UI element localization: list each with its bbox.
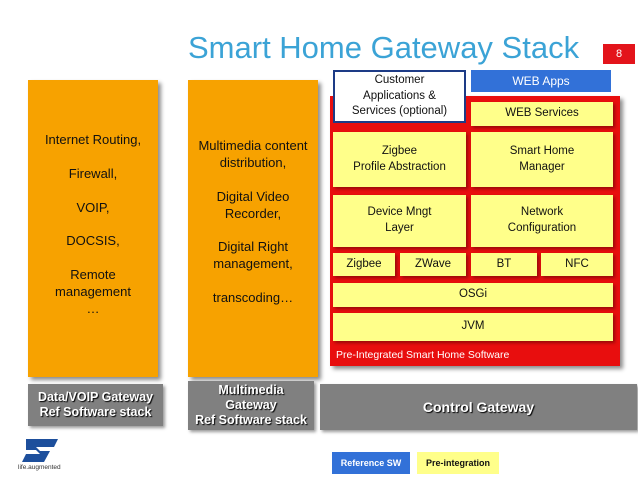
device-mngt-box: Device Mngt Layer: [333, 195, 466, 247]
customer-applications-box: Customer Applications & Services (option…: [333, 70, 466, 123]
smart-home-manager-box: Smart Home Manager: [471, 132, 613, 187]
page-number: 8: [603, 44, 635, 64]
network-configuration-box: Network Configuration: [471, 195, 613, 247]
protocol-zwave: ZWave: [400, 253, 466, 276]
protocol-bt: BT: [471, 253, 537, 276]
legend-reference-sw: Reference SW: [332, 452, 410, 474]
slide-title: Smart Home Gateway Stack: [188, 30, 580, 65]
multimedia-features: Multimedia content distribution, Digital…: [198, 138, 308, 306]
jvm-layer: JVM: [333, 313, 613, 341]
data-voip-gateway-label: Data/VOIP Gateway Ref Software stack: [28, 384, 163, 426]
multimedia-column: Multimedia content distribution, Digital…: [188, 80, 318, 377]
multimedia-gateway-label: Multimedia Gateway Ref Software stack: [188, 381, 314, 430]
pre-integrated-label: Pre-Integrated Smart Home Software: [336, 349, 510, 361]
osgi-layer: OSGi: [333, 283, 613, 307]
st-logo-icon: [22, 439, 58, 462]
data-voip-column: Internet Routing, Firewall, VOIP, DOCSIS…: [28, 80, 158, 377]
control-gateway-label: Control Gateway: [320, 384, 637, 430]
web-apps-box: WEB Apps: [471, 70, 611, 92]
zigbee-profile-box: Zigbee Profile Abstraction: [333, 132, 466, 187]
web-services-box: WEB Services: [471, 102, 613, 126]
st-logo-tagline: life.augmented: [18, 464, 61, 471]
protocol-nfc: NFC: [541, 253, 613, 276]
protocol-zigbee: Zigbee: [333, 253, 395, 276]
data-voip-features: Internet Routing, Firewall, VOIP, DOCSIS…: [44, 132, 142, 316]
legend-pre-integration: Pre-integration: [417, 452, 499, 474]
st-logo: life.augmented: [18, 437, 74, 475]
